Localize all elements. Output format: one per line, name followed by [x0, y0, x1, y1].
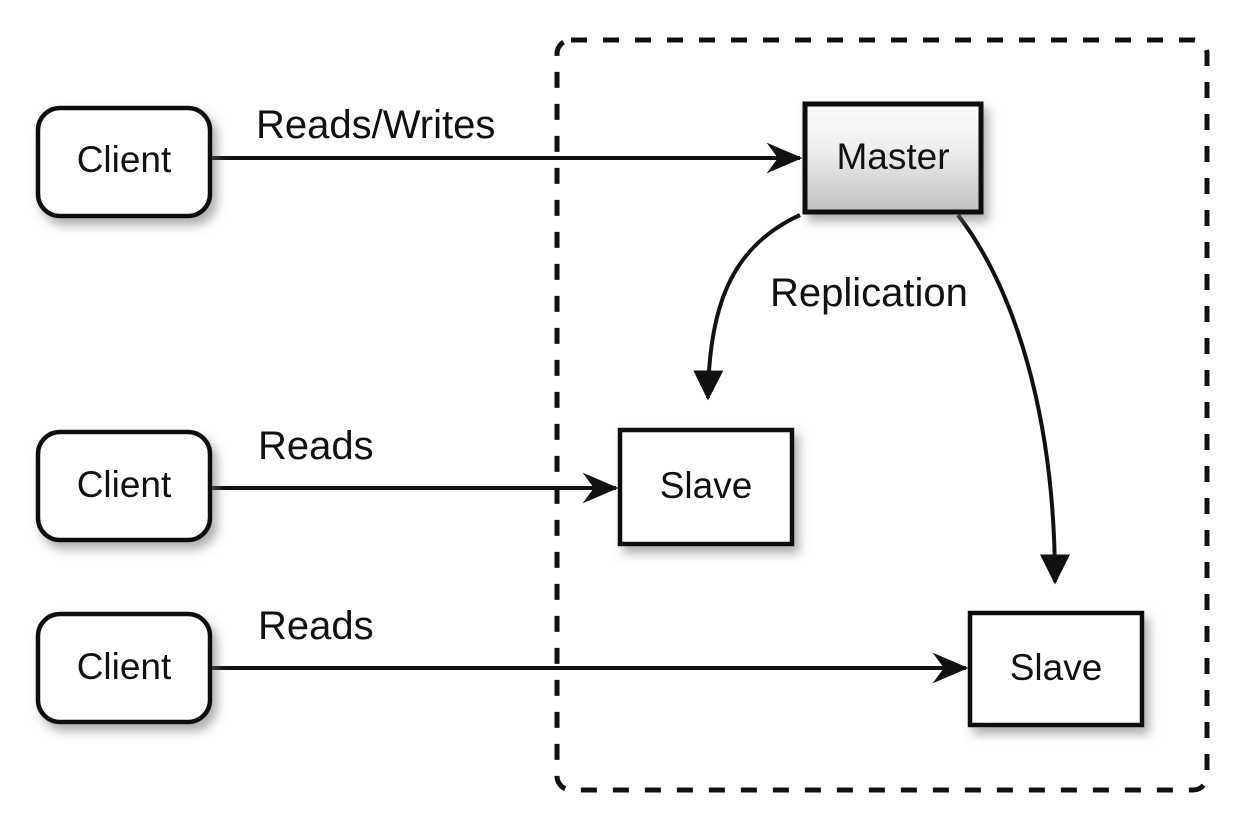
master-box[interactable] [802, 101, 984, 215]
master-label: Master [836, 136, 949, 177]
node-client-2[interactable]: Client [35, 429, 213, 543]
client-2-box[interactable] [35, 429, 213, 543]
node-slave-2[interactable]: Slave [967, 610, 1145, 728]
client-3-box[interactable] [35, 611, 213, 725]
edge-label-reads-slave1: Reads [258, 424, 374, 468]
slave-2-label: Slave [1010, 647, 1103, 688]
client-1-label: Client [77, 139, 172, 180]
client-3-label: Client [77, 646, 172, 687]
slave-1-box[interactable] [617, 427, 795, 547]
node-client-1[interactable]: Client [35, 105, 213, 219]
edge-label-reads-slave2: Reads [258, 604, 374, 648]
client-1-box[interactable] [35, 105, 213, 219]
edge-master-to-slave1-replication [693, 213, 801, 401]
node-master[interactable]: Master [802, 101, 984, 215]
edge-master-to-slave2-replication [956, 213, 1070, 585]
node-slave-1[interactable]: Slave [617, 427, 795, 547]
database-cluster-boundary [554, 37, 1210, 793]
slave-2-box[interactable] [967, 610, 1145, 728]
client-2-label: Client [77, 464, 172, 505]
edge-label-reads-writes: Reads/Writes [256, 103, 495, 147]
slave-1-label: Slave [660, 465, 753, 506]
node-client-3[interactable]: Client [35, 611, 213, 725]
edge-label-replication: Replication [770, 271, 968, 315]
